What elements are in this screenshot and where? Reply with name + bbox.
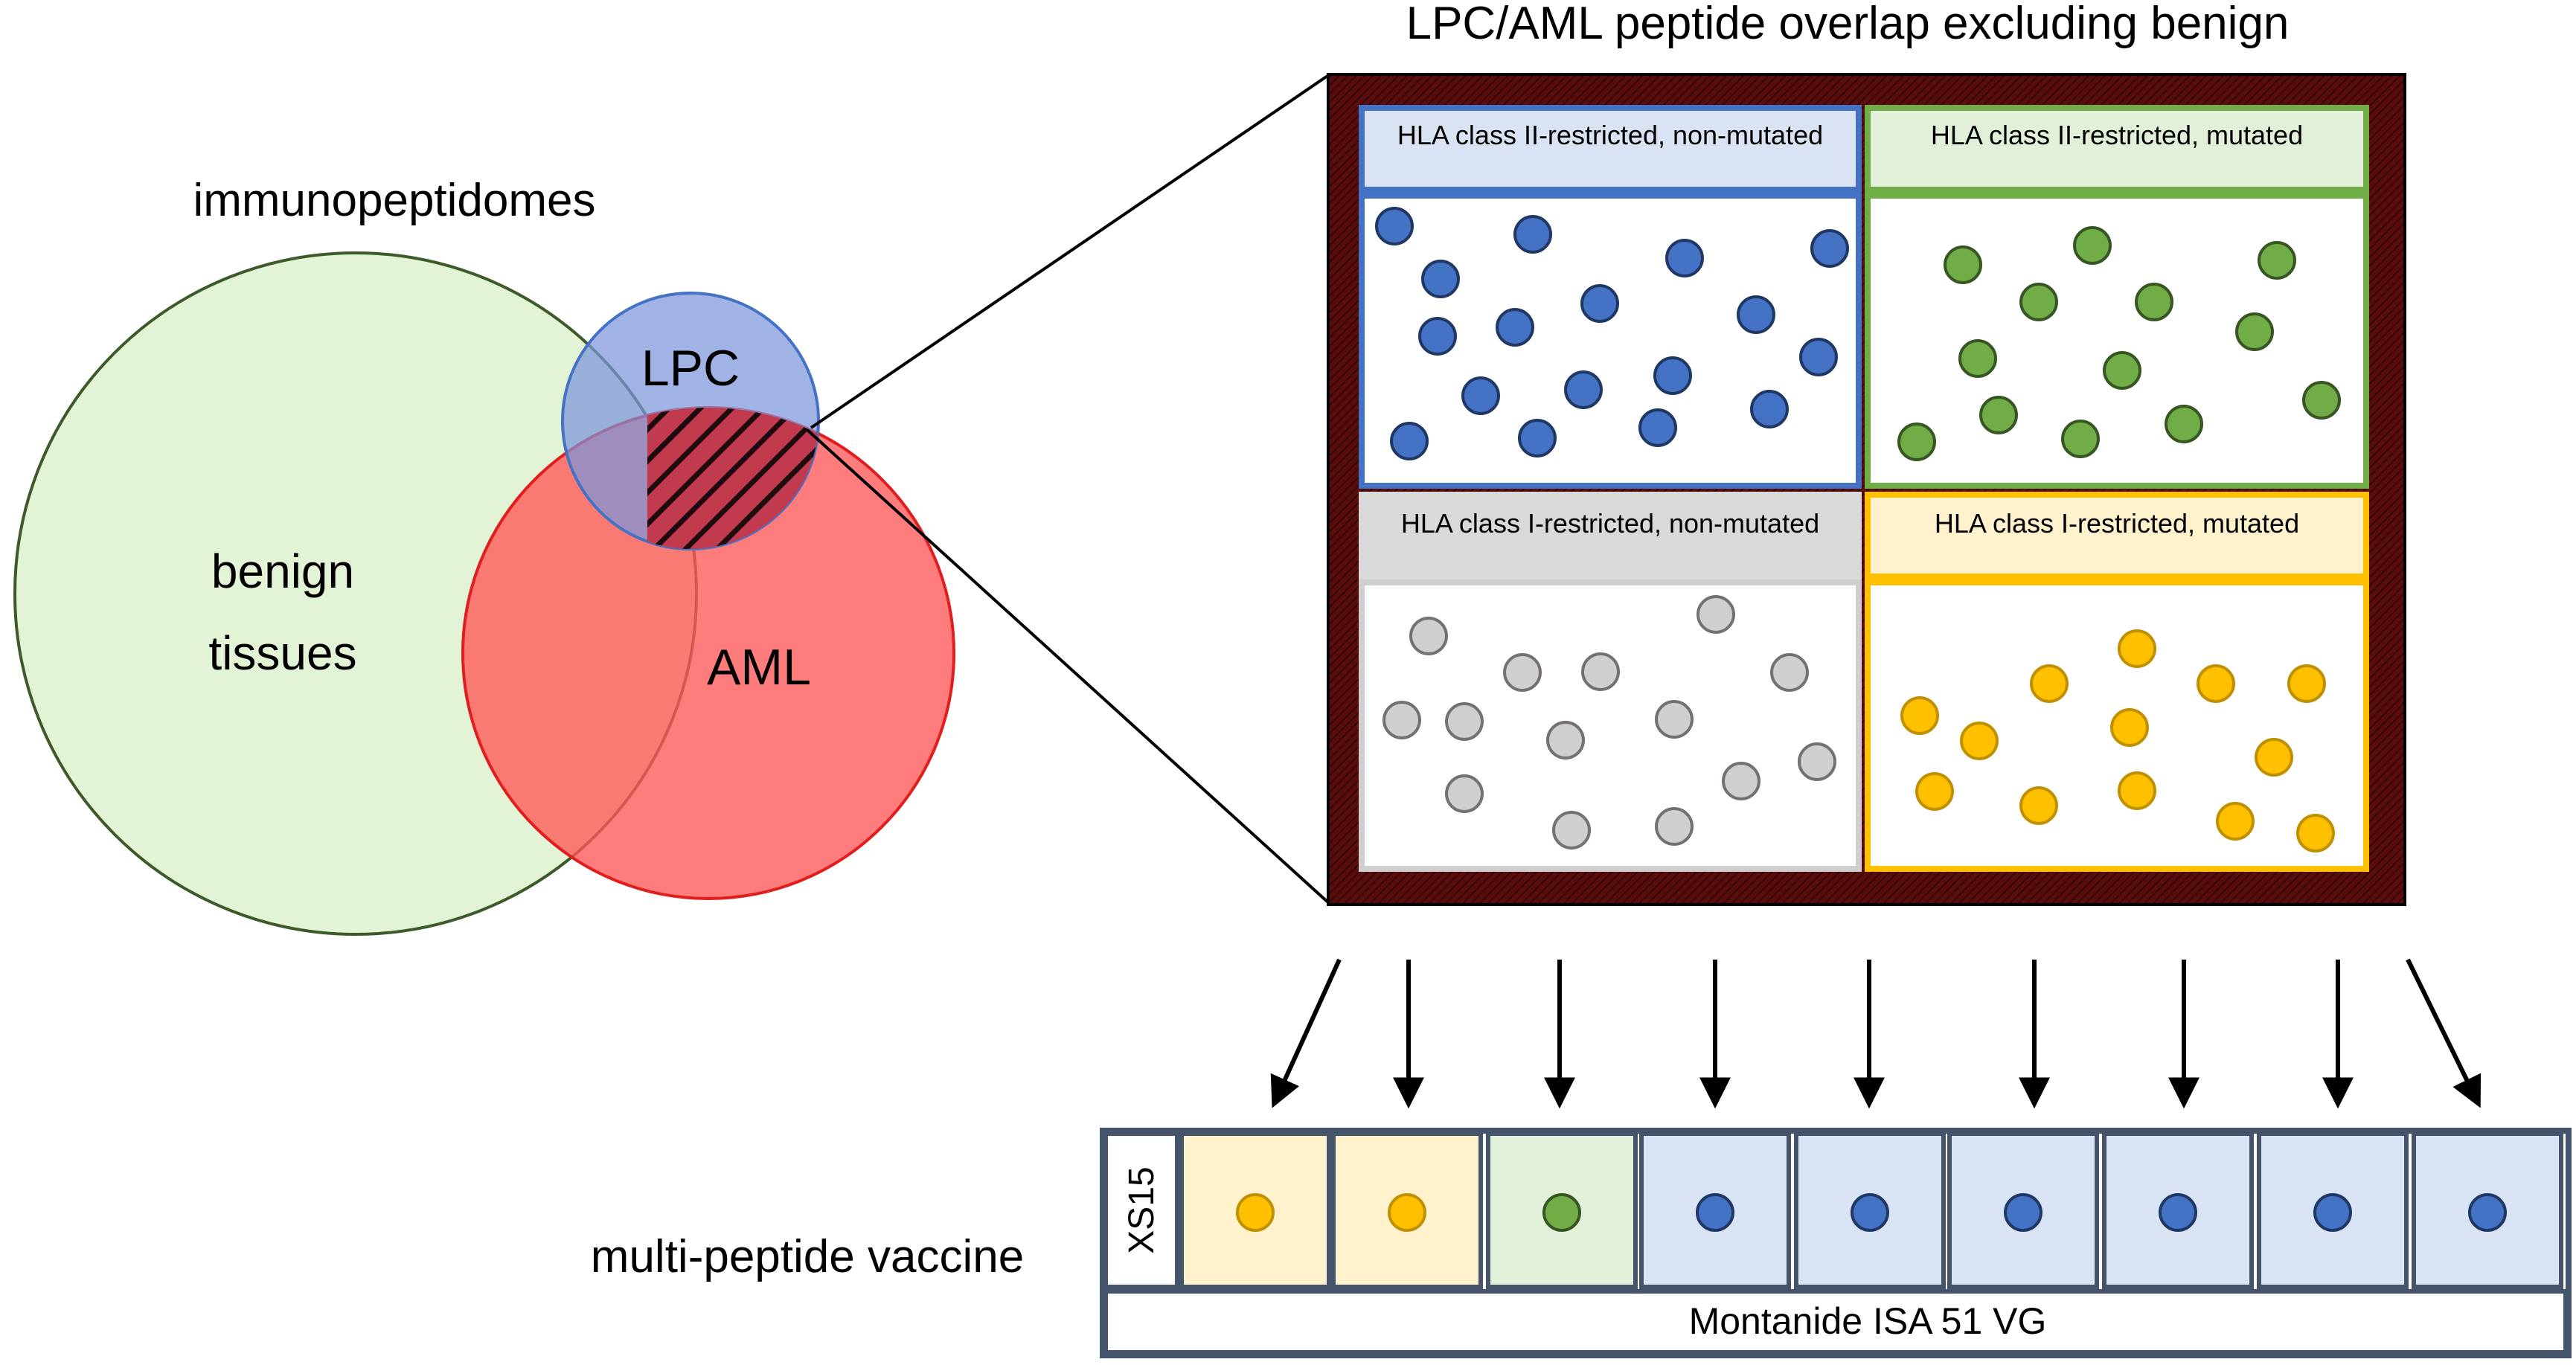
panel-class1-mutated-title: HLA class I-restricted, mutated <box>1935 508 2299 539</box>
arrow-9 <box>2406 958 2482 1108</box>
lpc-label: LPC <box>641 340 740 396</box>
yellow-peptide-dot <box>2296 814 2335 852</box>
green-peptide-dot <box>2235 312 2274 351</box>
grey-peptide-dot <box>1445 774 1484 813</box>
green-peptide-dot <box>1958 339 1997 378</box>
benign-label-line2: tissues <box>208 626 356 680</box>
yellow-peptide-dot <box>2019 786 2058 825</box>
green-peptide-dot <box>2103 351 2141 390</box>
blue-peptide-dot <box>1421 260 1460 298</box>
grey-peptide-dot <box>1409 617 1448 655</box>
yellow-peptide-dot <box>2110 708 2149 747</box>
blue-peptide-dot <box>1737 295 1775 334</box>
panel-class1-nonmutated-title: HLA class I-restricted, non-mutated <box>1401 508 1819 539</box>
vaccine-peptide-dot <box>1696 1193 1734 1232</box>
panel-class1-nonmutated: HLA class I-restricted, non-mutated <box>1359 492 1862 872</box>
aml-label: AML <box>707 639 811 696</box>
green-peptide-dot <box>1979 396 2018 434</box>
blue-peptide-dot <box>1638 408 1677 447</box>
vaccine-peptide-dot <box>1542 1193 1581 1232</box>
adjuvant-cell <box>1103 1131 1179 1289</box>
zoom-line-bottom <box>806 428 1331 905</box>
zoom-line-top <box>810 73 1331 429</box>
grey-peptide-dot <box>1770 653 1809 692</box>
panel-class2-mutated-title: HLA class II-restricted, mutated <box>1931 120 2303 150</box>
grey-peptide-dot <box>1382 701 1421 739</box>
green-peptide-dot <box>2073 226 2112 265</box>
green-peptide-dot <box>2258 241 2296 280</box>
grey-peptide-dot <box>1655 700 1694 739</box>
venn-heading: immunopeptidomes <box>193 175 595 226</box>
blue-peptide-dot <box>1580 284 1619 323</box>
panel-class2-nonmutated: HLA class II-restricted, non-mutated <box>1359 105 1862 489</box>
yellow-peptide-dot <box>1960 722 1999 760</box>
blue-peptide-dot <box>1799 338 1838 376</box>
vaccine-peptide-cell <box>2257 1131 2409 1289</box>
blue-peptide-dot <box>1390 422 1429 460</box>
vaccine-label: multi-peptide vaccine <box>591 1231 1024 1282</box>
emulsion-bar <box>1103 1289 2568 1355</box>
green-peptide-dot <box>2165 405 2203 443</box>
grey-peptide-dot <box>1722 762 1760 800</box>
yellow-peptide-dot <box>1915 772 1954 811</box>
green-peptide-dot <box>1944 245 1982 284</box>
panel-class2-nonmutated-title: HLA class II-restricted, non-mutated <box>1397 120 1823 150</box>
vaccine-peptide-dot <box>2468 1193 2507 1232</box>
blue-peptide-dot <box>1750 390 1789 428</box>
adjuvant-label: XS15 <box>1122 1166 1162 1253</box>
blue-peptide-dot <box>1665 239 1704 277</box>
blue-peptide-dot <box>1513 215 1552 254</box>
panel-class2-mutated: HLA class II-restricted, mutated <box>1865 105 2369 489</box>
selection-arrows <box>1270 958 2482 1109</box>
panel-class1-mutated: HLA class I-restricted, mutated <box>1865 492 2369 872</box>
blue-peptide-dot <box>1461 376 1500 415</box>
vaccine-peptide-cell <box>2102 1131 2254 1289</box>
grey-peptide-dot <box>1655 807 1694 846</box>
grey-peptide-dot <box>1552 811 1591 849</box>
yellow-peptide-dot <box>2197 664 2235 703</box>
vaccine-peptide-dot <box>2004 1193 2042 1232</box>
benign-label-line1: benign <box>211 545 354 598</box>
blue-peptide-dot <box>1418 317 1457 356</box>
vaccine-peptide-dot <box>2159 1193 2197 1232</box>
yellow-peptide-dot <box>2255 738 2293 777</box>
green-peptide-dot <box>1897 423 1936 461</box>
venn-diagram: immunopeptidomes LPC AML benign tissues <box>13 175 955 936</box>
vaccine-peptide-dot <box>2313 1193 2352 1232</box>
vaccine-composition: XS15 Montanide ISA 51 VG <box>1100 1128 2572 1358</box>
yellow-peptide-dot <box>2216 802 2255 841</box>
blue-peptide-dot <box>1375 207 1414 245</box>
green-peptide-dot <box>2061 420 2100 458</box>
blue-peptide-dot <box>1518 419 1557 457</box>
grey-peptide-dot <box>1546 721 1585 759</box>
grey-peptide-dot <box>1581 652 1620 691</box>
green-peptide-dot <box>2135 283 2173 321</box>
vaccine-peptide-dot <box>1388 1193 1426 1232</box>
yellow-peptide-dot <box>1900 696 1939 735</box>
vaccine-peptide-dot <box>1851 1193 1889 1232</box>
green-peptide-dot <box>2302 381 2341 420</box>
grey-peptide-dot <box>1798 742 1836 781</box>
yellow-peptide-dot <box>2118 629 2156 668</box>
blue-peptide-dot <box>1810 229 1849 268</box>
grey-peptide-dot <box>1445 702 1484 741</box>
emulsion-label: Montanide ISA 51 VG <box>1689 1300 2047 1342</box>
grey-peptide-dot <box>1503 653 1542 692</box>
blue-peptide-dot <box>1653 356 1692 395</box>
yellow-peptide-dot <box>2287 664 2326 703</box>
vaccine-peptide-dot <box>1236 1193 1275 1232</box>
blue-peptide-dot <box>1496 308 1534 347</box>
green-peptide-dot <box>2019 283 2058 321</box>
yellow-peptide-dot <box>2118 771 2156 810</box>
figure-title: LPC/AML peptide overlap excluding benign <box>1406 0 2290 49</box>
grey-peptide-dot <box>1696 595 1735 634</box>
blue-peptide-dot <box>1564 370 1603 409</box>
yellow-peptide-dot <box>2030 664 2069 703</box>
arrow-1 <box>1270 958 1342 1108</box>
